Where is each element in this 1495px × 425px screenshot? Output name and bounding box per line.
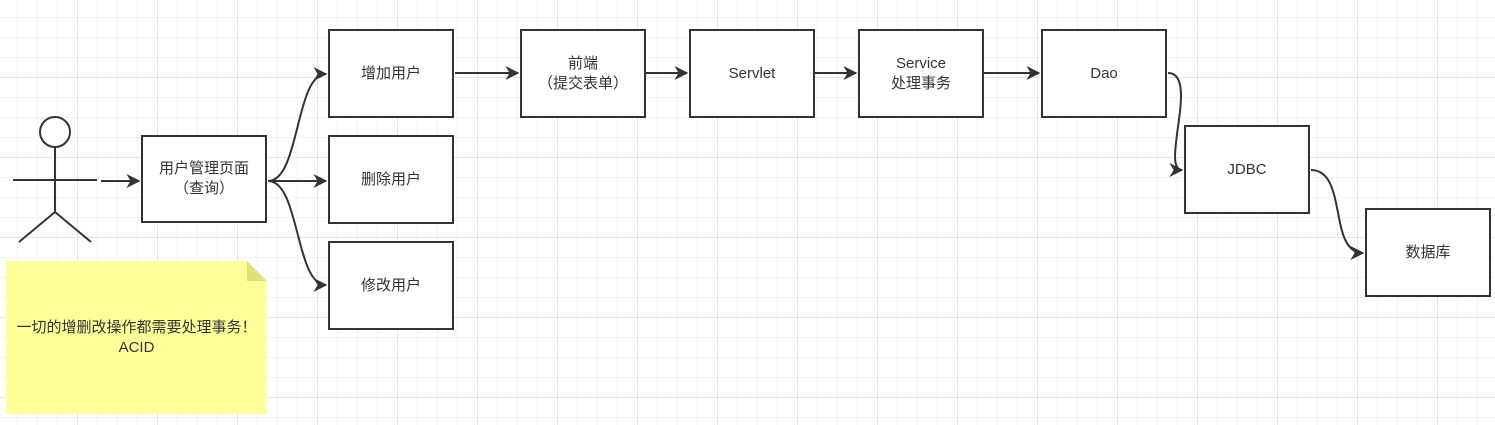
node-servlet-label: Servlet <box>728 64 776 82</box>
node-modify-user-label: 修改用户 <box>360 276 421 294</box>
node-user-page[interactable]: 用户管理页面 （查询） <box>141 135 267 223</box>
node-jdbc[interactable]: JDBC <box>1184 125 1310 214</box>
node-database-label: 数据库 <box>1405 243 1451 261</box>
node-delete-user-label: 删除用户 <box>360 170 421 188</box>
node-service-title: Service <box>895 54 947 72</box>
node-frontend-subtitle: （提交表单） <box>537 74 628 92</box>
node-add-user-label: 增加用户 <box>360 64 421 82</box>
actor-icon <box>13 116 97 243</box>
edge-dao-to-jdbc <box>1167 72 1184 177</box>
node-service[interactable]: Service 处理事务 <box>858 29 984 118</box>
node-jdbc-label: JDBC <box>1227 160 1267 178</box>
sticky-note-text: 一切的增删改操作都需要处理事务！ ACID <box>16 318 257 356</box>
node-database[interactable]: 数据库 <box>1365 208 1491 297</box>
node-modify-user[interactable]: 修改用户 <box>328 241 454 330</box>
node-dao-label: Dao <box>1090 64 1118 82</box>
node-user-page-title: 用户管理页面 <box>158 160 249 177</box>
node-servlet[interactable]: Servlet <box>689 29 815 118</box>
edge-user-page-to-add-user <box>267 67 328 182</box>
node-dao[interactable]: Dao <box>1041 29 1167 118</box>
node-add-user[interactable]: 增加用户 <box>328 29 454 118</box>
edge-jdbc-to-database <box>1310 169 1365 260</box>
edge-user-page-to-modify-user <box>267 180 328 292</box>
node-service-subtitle: 处理事务 <box>890 74 951 92</box>
node-delete-user[interactable]: 删除用户 <box>328 135 454 224</box>
node-user-page-subtitle: （查询） <box>173 180 234 197</box>
sticky-note[interactable]: 一切的增删改操作都需要处理事务！ ACID <box>6 261 267 414</box>
node-frontend-title: 前端 <box>567 54 598 72</box>
node-frontend[interactable]: 前端 （提交表单） <box>520 29 646 118</box>
